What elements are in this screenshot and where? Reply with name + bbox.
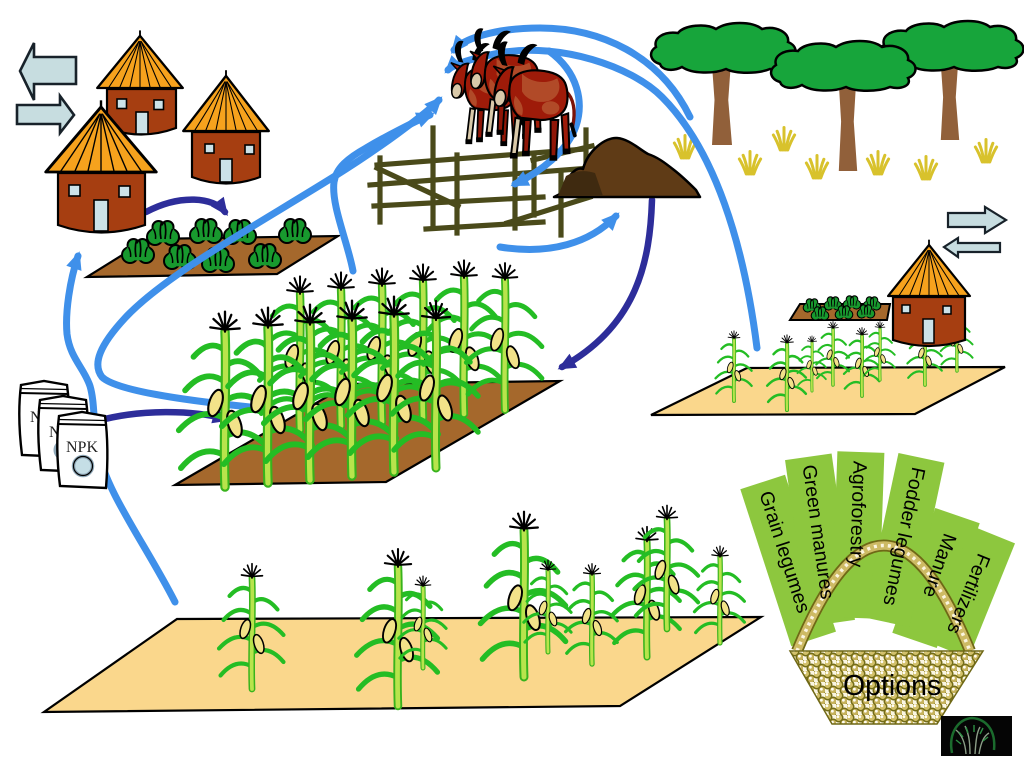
svg-text:NPK: NPK [66,439,98,456]
svg-text:Options: Options [843,670,941,702]
svg-text:Agroforestry: Agroforestry [845,461,871,568]
